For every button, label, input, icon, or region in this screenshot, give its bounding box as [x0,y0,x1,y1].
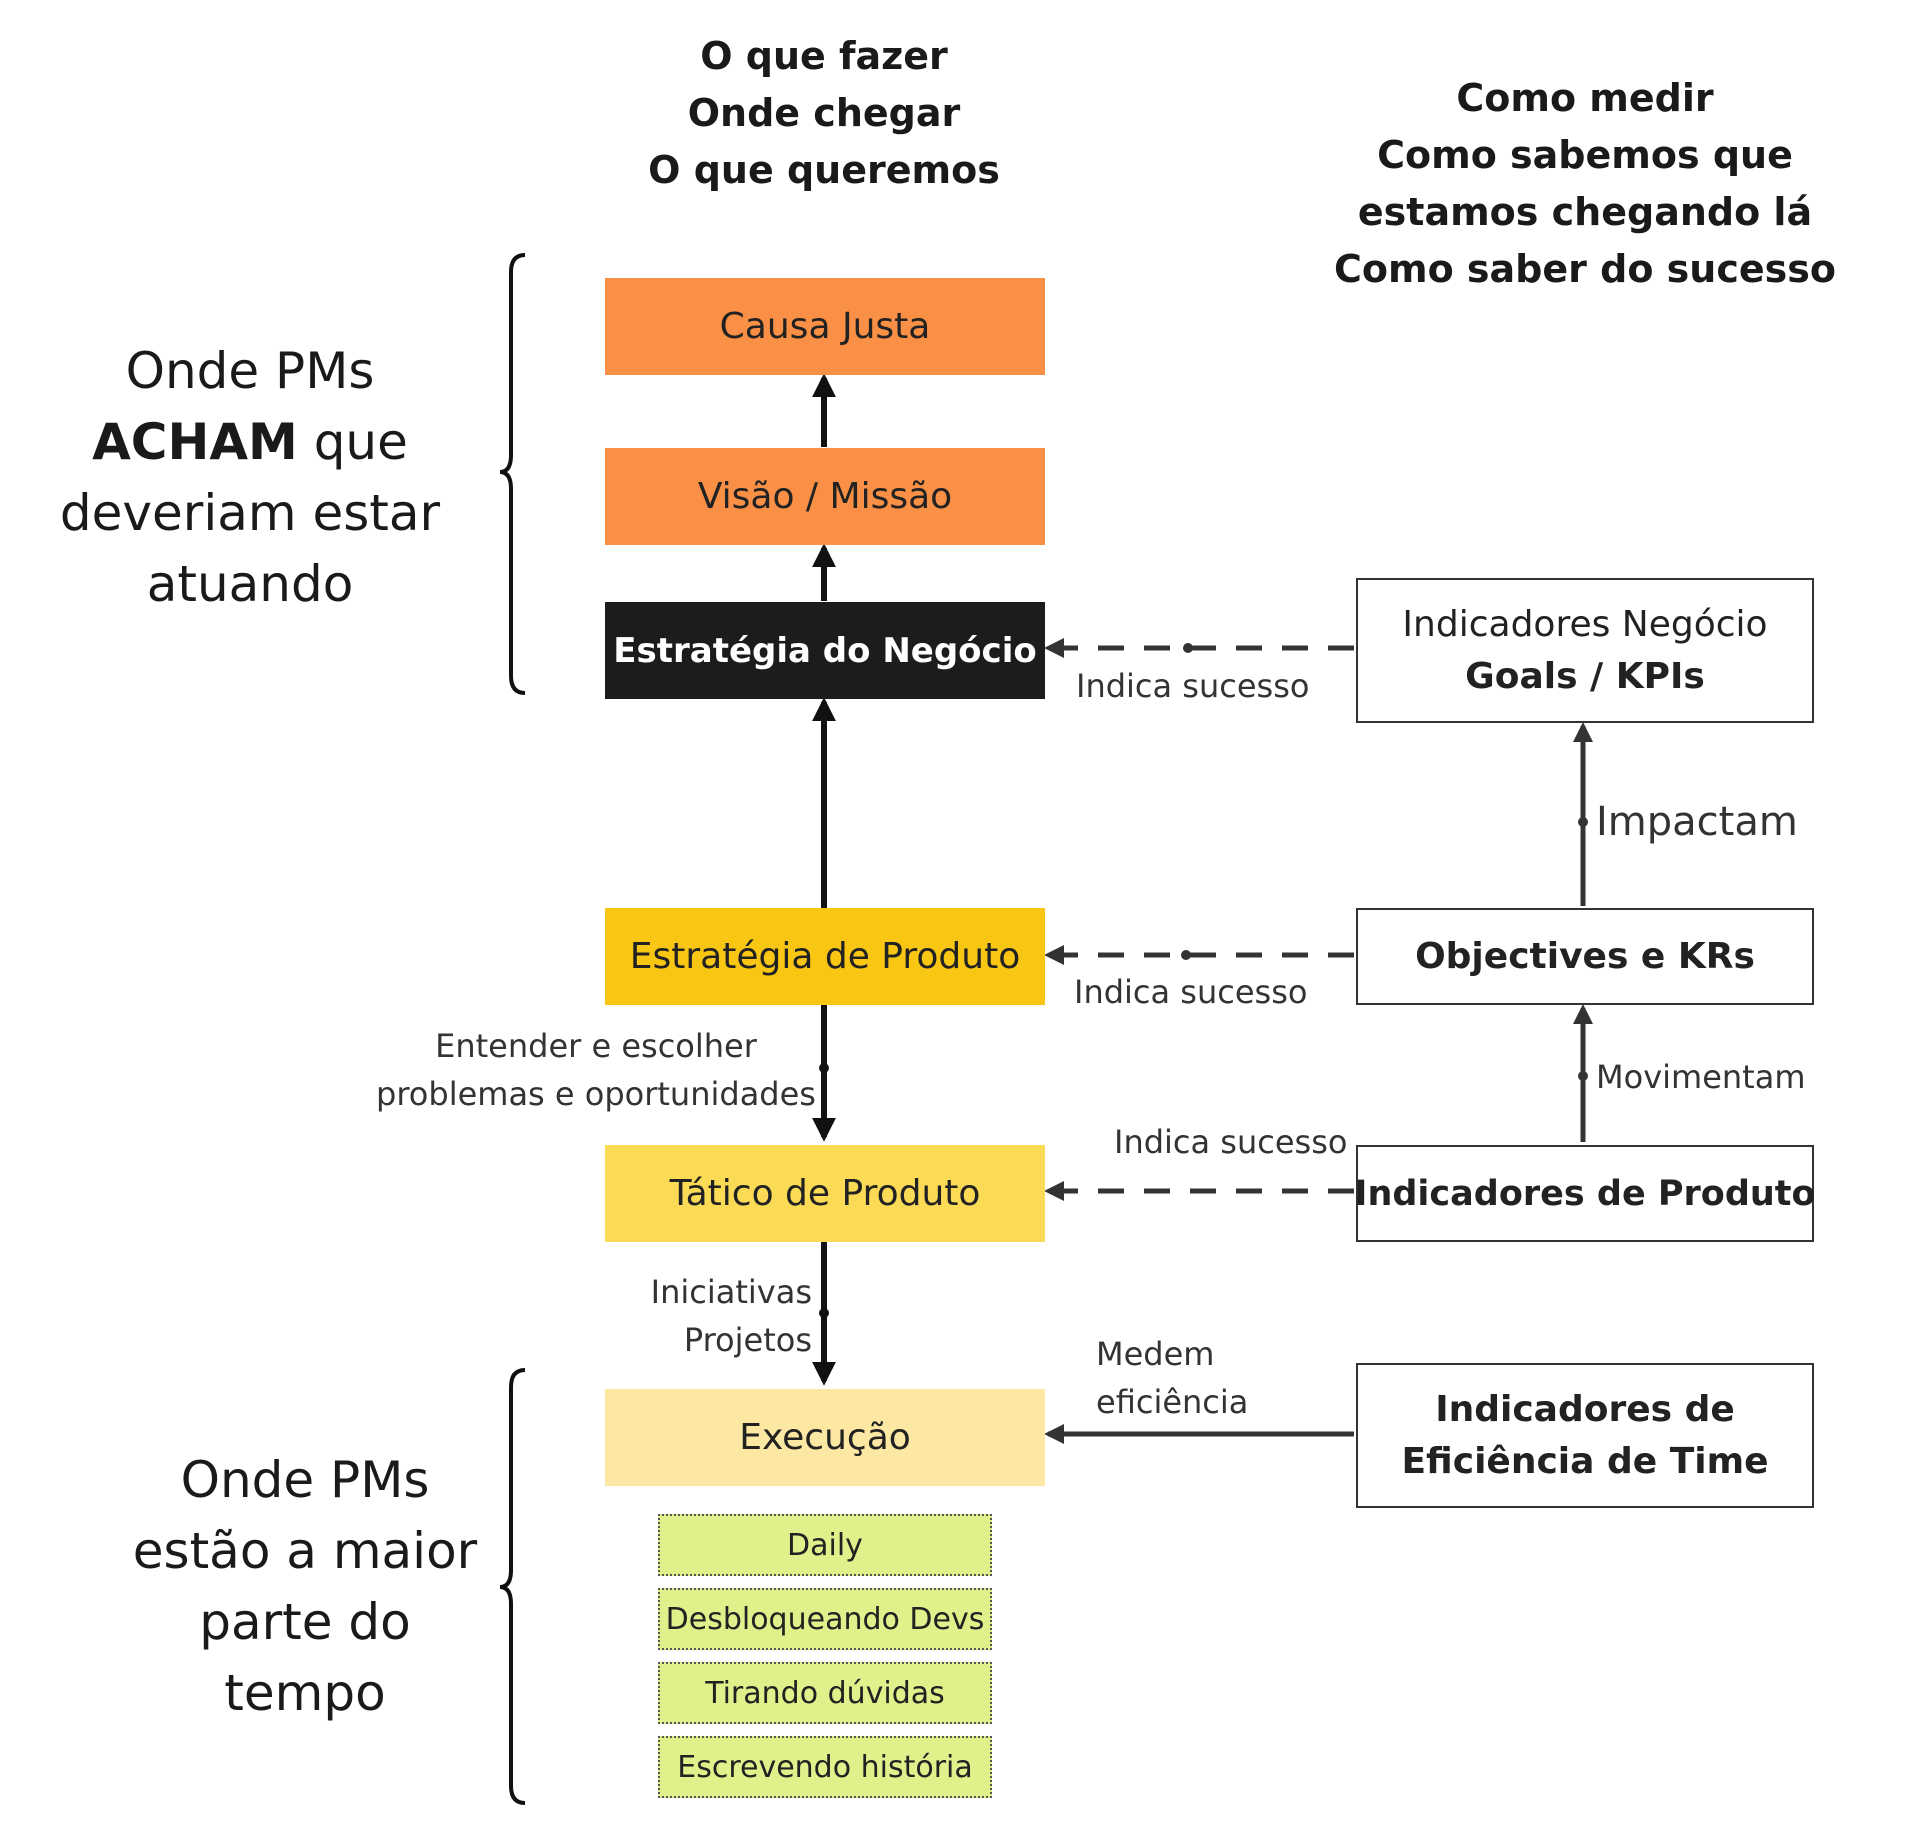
box-label: Estratégia de Produto [629,936,1021,977]
header-how-to-measure: Como medir Como sabemos que estamos cheg… [1330,70,1840,298]
execution-item-label: Escrevendo história [677,1749,973,1785]
execution-item-daily: Daily [658,1514,992,1576]
box-label: Objectives e KRs [1415,936,1755,977]
arrow-dot [1578,817,1588,827]
box-estrategia-negocio: Estratégia do Negócio [605,602,1045,699]
side-note-line: ACHAM que [40,407,460,478]
label-line: Iniciativas [650,1273,812,1311]
brace-bottom [499,1368,526,1805]
box-label: Execução [739,1417,911,1458]
label-movimentam: Movimentam [1596,1058,1806,1096]
box-label: Causa Justa [719,306,931,347]
arrow-dot [819,1308,829,1318]
box-indicadores-negocio: Indicadores Negócio Goals / KPIs [1356,578,1814,723]
box-tatico-produto: Tático de Produto [605,1145,1045,1242]
arrow-dot [1183,643,1193,653]
box-visao-missao: Visão / Missão [605,448,1045,545]
label-indica-sucesso: Indica sucesso [1076,667,1310,705]
label-line: Medem [1096,1335,1215,1373]
side-note-line: parte do [199,1593,411,1651]
box-label: Estratégia do Negócio [613,630,1037,671]
box-indicadores-produto: Indicadores de Produto [1354,1145,1816,1242]
execution-item-duvidas: Tirando dúvidas [658,1662,992,1724]
header-line: Como sabemos que [1377,133,1793,177]
execution-item-label: Daily [787,1527,863,1563]
header-line: O que queremos [648,148,1000,192]
box-label: Indicadores de Produto [1354,1173,1816,1214]
header-line: Como saber do sucesso [1334,247,1836,291]
box-estrategia-produto: Estratégia de Produto [605,908,1045,1005]
label-entender: Entender e escolher problemas e oportuni… [366,1022,826,1118]
side-note-line: deveriam estar [59,484,441,542]
box-label: Tático de Produto [669,1173,981,1214]
execution-item-label: Tirando dúvidas [705,1675,945,1711]
side-note-line: Onde PMs [125,342,375,400]
box-label: Eficiência de Time [1401,1440,1769,1482]
label-iniciativas: Iniciativas Projetos [600,1268,812,1364]
box-label-bold: Goals / KPIs [1465,655,1705,697]
box-label: Indicadores de [1435,1388,1735,1430]
box-objectives-krs: Objectives e KRs [1356,908,1814,1005]
label-line: Entender e escolher [435,1027,757,1065]
label-line: eficiência [1096,1383,1249,1421]
execution-item-label: Desbloqueando Devs [665,1601,985,1637]
header-line: O que fazer [700,34,948,78]
side-note-bottom: Onde PMs estão a maior parte do tempo [100,1445,510,1729]
header-line: estamos chegando lá [1357,190,1813,234]
box-causa-justa: Causa Justa [605,278,1045,375]
label-indica-sucesso: Indica sucesso [1114,1123,1348,1161]
execution-item-historia: Escrevendo história [658,1736,992,1798]
arrow-dot [819,1063,829,1073]
side-note-line: atuando [146,555,354,613]
box-label: Indicadores Negócio [1402,603,1768,645]
brace-top [499,253,526,695]
side-note-top: Onde PMs ACHAM que deveriam estar atuand… [40,336,460,620]
box-execucao: Execução [605,1389,1045,1486]
box-label: Visão / Missão [697,476,953,517]
label-line: problemas e oportunidades [376,1075,816,1113]
label-medem-eficiencia: Medem eficiência [1096,1330,1248,1426]
label-indica-sucesso: Indica sucesso [1074,973,1308,1011]
header-line: Onde chegar [687,91,961,135]
arrow-dot [1578,1071,1588,1081]
box-indicadores-eficiencia: Indicadores de Eficiência de Time [1356,1363,1814,1508]
side-note-text: que [297,413,408,471]
header-what-to-do: O que fazer Onde chegar O que queremos [604,28,1044,199]
side-note-emphasis: ACHAM [92,413,298,471]
label-impactam: Impactam [1596,799,1798,845]
side-note-line: estão a maior [132,1522,478,1580]
label-line: Projetos [683,1321,812,1359]
side-note-line: Onde PMs [180,1451,430,1509]
arrow-dot [1181,950,1191,960]
execution-item-desbloqueando: Desbloqueando Devs [658,1588,992,1650]
header-line: Como medir [1456,76,1714,120]
side-note-line: tempo [224,1664,386,1722]
